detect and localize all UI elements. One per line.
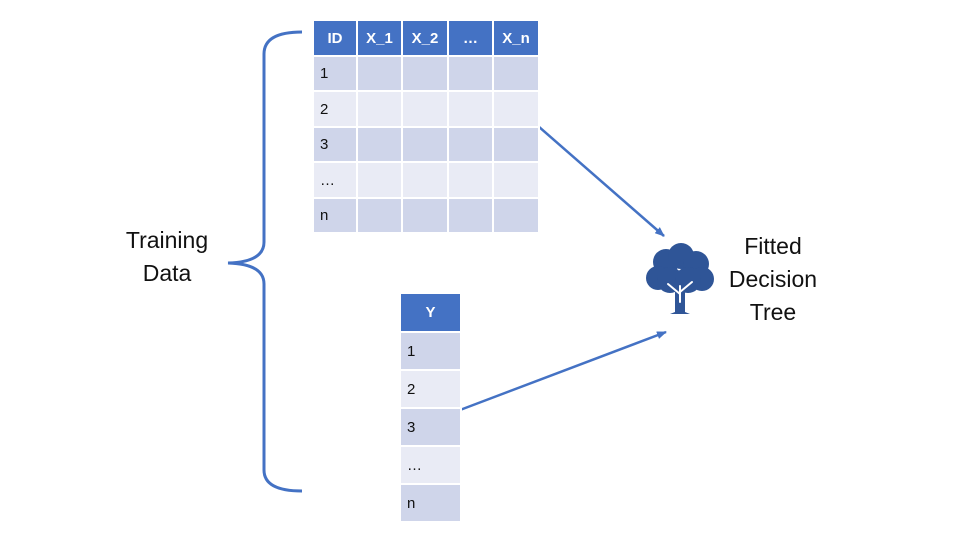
training-data-label: Training Data xyxy=(100,224,234,290)
target-cell: 3 xyxy=(399,407,462,447)
target-header-cell: Y xyxy=(399,292,462,333)
target-arrow xyxy=(459,330,667,412)
features-table: ID X_1 X_2 … X_n 1 2 3 … n xyxy=(312,19,540,234)
row-id-cell: n xyxy=(312,197,358,234)
target-cell: n xyxy=(399,483,462,523)
row-id-cell: 3 xyxy=(312,126,358,163)
table-row: 1 xyxy=(312,55,540,92)
table-row: 2 xyxy=(399,369,462,409)
target-table: Y 1 2 3 … n xyxy=(399,292,462,523)
fitted-label-line: Decision xyxy=(728,266,818,292)
table-row: n xyxy=(312,197,540,234)
fitted-label-line: Tree xyxy=(749,299,797,325)
row-id-cell: 1 xyxy=(312,55,358,92)
target-cell: 1 xyxy=(399,331,462,371)
table-row: 2 xyxy=(312,90,540,128)
table-row: 1 xyxy=(399,331,462,371)
training-label-line: Training xyxy=(125,227,209,253)
features-header-cell: X_2 xyxy=(401,19,449,57)
table-row: … xyxy=(399,445,462,485)
features-arrow xyxy=(537,125,665,237)
target-header-row: Y xyxy=(399,292,462,333)
features-header-row: ID X_1 X_2 … X_n xyxy=(312,19,540,57)
row-id-cell: … xyxy=(312,161,358,199)
table-row: 3 xyxy=(399,407,462,447)
features-header-cell: X_n xyxy=(492,19,540,57)
fitted-tree-label: Fitted Decision Tree xyxy=(714,230,832,329)
fitted-label-line: Fitted xyxy=(744,233,802,259)
target-cell: 2 xyxy=(399,369,462,409)
table-row: 3 xyxy=(312,126,540,163)
target-cell: … xyxy=(399,445,462,485)
features-header-cell: … xyxy=(447,19,494,57)
features-header-cell: X_1 xyxy=(356,19,403,57)
table-row: … xyxy=(312,161,540,199)
row-id-cell: 2 xyxy=(312,90,358,128)
curly-brace xyxy=(227,30,303,493)
features-header-cell: ID xyxy=(312,19,358,57)
tree-icon xyxy=(646,243,714,314)
table-row: n xyxy=(399,483,462,523)
training-label-line: Data xyxy=(142,260,192,286)
